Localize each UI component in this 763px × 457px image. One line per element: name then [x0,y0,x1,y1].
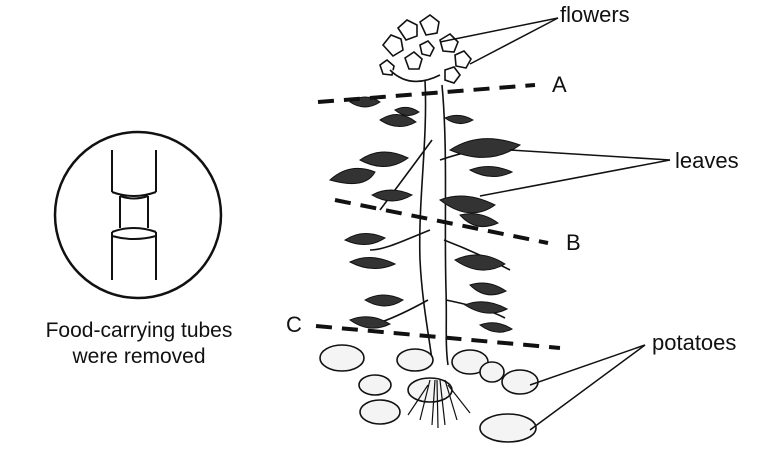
cut-line-c [316,326,560,348]
flowers-pointer-2 [470,18,558,64]
cut-label-c: C [286,312,302,338]
potatoes-pointer-2 [530,345,645,430]
inset-circle [55,132,221,298]
flower-cluster [380,15,471,83]
cut-label-b: B [566,230,581,256]
cut-line-a [318,85,535,102]
cut-label-a: A [552,72,567,98]
flowers-label: flowers [560,2,630,28]
potatoes-cluster [320,345,538,442]
inset-caption-line-2: were removed [8,344,270,370]
potatoes-label: potatoes [652,330,736,356]
stem-inset [55,132,221,298]
flowers-pointer-1 [440,18,558,42]
inset-caption: Food-carrying tubes were removed [8,318,270,370]
leaves-pointer-1 [510,150,670,160]
potatoes-pointer-1 [530,345,645,385]
inset-caption-line-1: Food-carrying tubes [8,318,270,344]
potato-plant [320,15,538,442]
leaves-label: leaves [675,148,739,174]
leaves-pointer-2 [480,160,670,196]
cut-lines [316,85,560,348]
